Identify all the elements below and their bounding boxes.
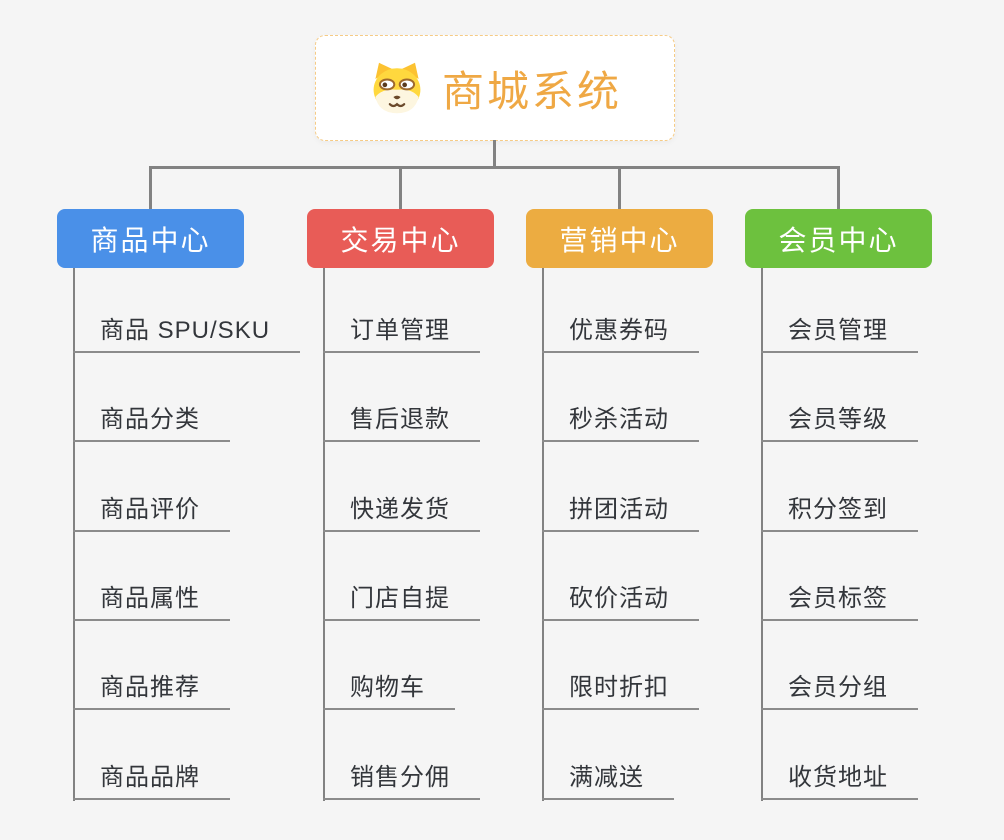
connector-bus [149,166,840,169]
dog-face-icon [373,62,421,114]
branch-node-product-center[interactable]: 商品中心 [57,209,244,268]
connector-drop-product [149,166,152,210]
branch-node-member-center[interactable]: 会员中心 [745,209,932,268]
leaf-node[interactable]: 会员标签 [761,581,918,621]
leaf-node[interactable]: 销售分佣 [323,760,480,800]
connector-trunk-product [73,268,75,801]
leaf-node[interactable]: 门店自提 [323,581,480,621]
connector-trunk-marketing [542,268,544,801]
leaf-node[interactable]: 快递发货 [323,492,480,532]
leaf-node[interactable]: 限时折扣 [542,670,699,710]
leaf-node[interactable]: 会员管理 [761,313,918,353]
leaf-node[interactable]: 商品评价 [73,492,230,532]
leaf-node[interactable]: 优惠券码 [542,313,699,353]
leaf-node[interactable]: 积分签到 [761,492,918,532]
leaf-node[interactable]: 会员等级 [761,402,918,442]
leaf-node[interactable]: 拼团活动 [542,492,699,532]
branch-node-trade-center[interactable]: 交易中心 [307,209,494,268]
leaf-node[interactable]: 商品属性 [73,581,230,621]
connector-trunk-trade [323,268,325,801]
leaf-node[interactable]: 秒杀活动 [542,402,699,442]
leaf-node[interactable]: 商品品牌 [73,760,230,800]
branch-node-marketing-center[interactable]: 营销中心 [526,209,713,268]
leaf-node[interactable]: 购物车 [323,670,455,710]
leaf-node[interactable]: 会员分组 [761,670,918,710]
leaf-node[interactable]: 商品推荐 [73,670,230,710]
connector-trunk-member [761,268,763,801]
leaf-node[interactable]: 满减送 [542,760,674,800]
leaf-node[interactable]: 订单管理 [323,313,480,353]
leaf-node[interactable]: 商品分类 [73,402,230,442]
leaf-node[interactable]: 砍价活动 [542,581,699,621]
root-node[interactable]: 商城系统 [315,35,675,141]
connector-drop-member [837,166,840,210]
root-title: 商城系统 [441,67,622,115]
connector-drop-trade [399,166,402,210]
leaf-node[interactable]: 收货地址 [761,760,918,800]
connector-drop-marketing [618,166,621,210]
leaf-node[interactable]: 售后退款 [323,402,480,442]
leaf-node[interactable]: 商品 SPU/SKU [73,313,301,353]
connector-root-stub [493,140,496,168]
